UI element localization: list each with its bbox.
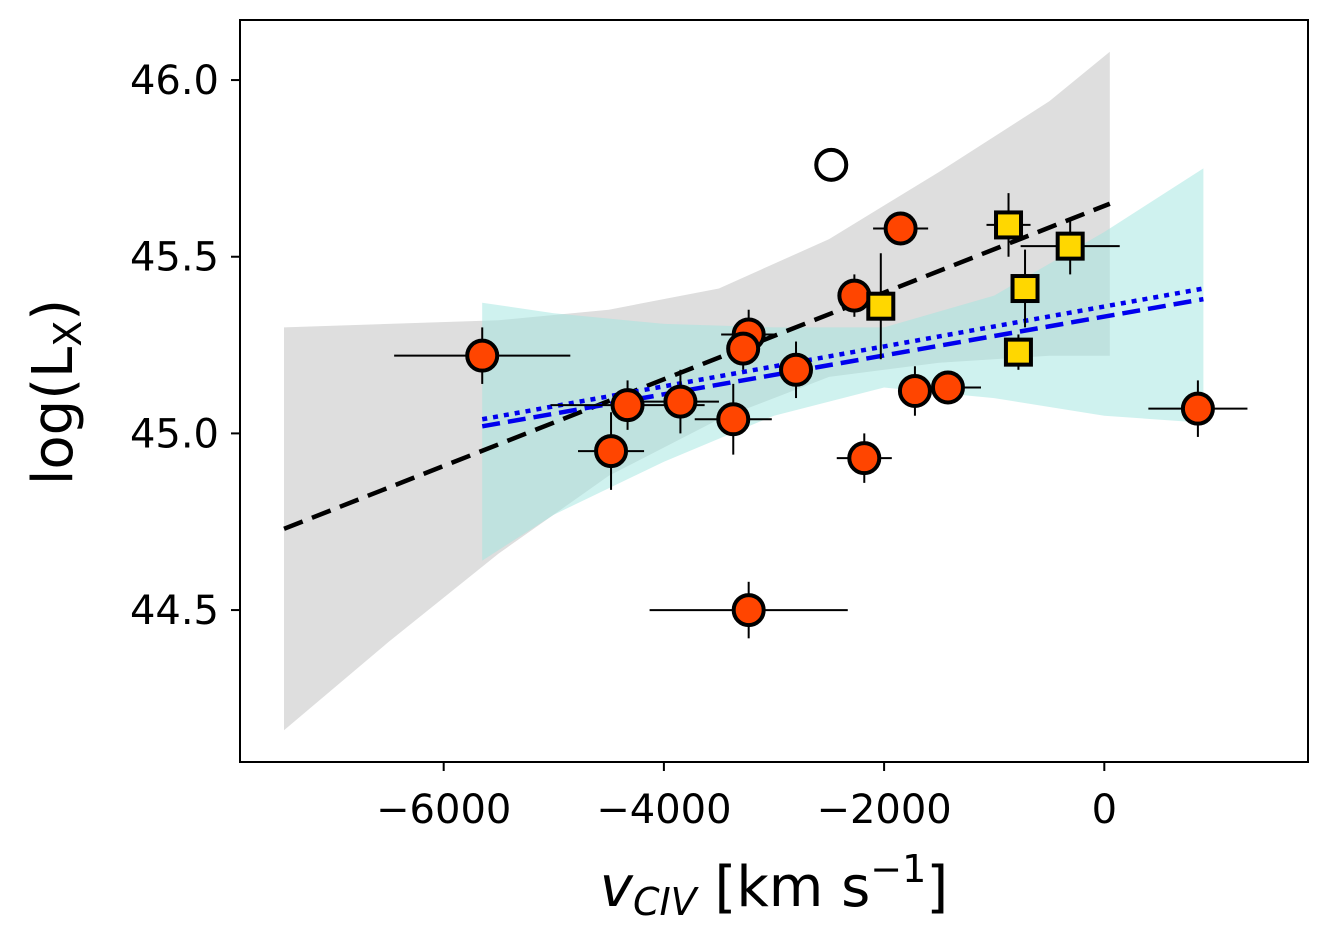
y-tick-label: 44.5 [130, 588, 219, 634]
data-point-circle [594, 434, 629, 469]
data-point-circle [930, 370, 965, 405]
data-point-circle [847, 441, 882, 476]
x-tick-label: −4000 [596, 787, 731, 833]
data-point-circle [779, 352, 814, 387]
data-point-circle [716, 402, 751, 437]
y-tick-label: 46.0 [130, 58, 219, 104]
confidence-bands [284, 51, 1204, 731]
y-tick-label: 45.0 [130, 411, 219, 457]
y-axis-label-end: ) [21, 299, 86, 321]
data-point-open-circle [814, 147, 849, 182]
data-point-circle [731, 593, 766, 628]
fit-line-black-dashed [283, 201, 1111, 531]
data-point-circle [883, 211, 918, 246]
data-point-circle [897, 374, 932, 408]
data-point-square [1003, 337, 1033, 367]
data-point-square [1055, 231, 1085, 261]
data-point-square [994, 210, 1024, 240]
data-point-circle [465, 338, 500, 373]
x-axis-label-sub: CIV [633, 880, 700, 924]
data-point-square [1010, 274, 1040, 304]
data-markers [465, 147, 1215, 628]
plot-frame [239, 19, 1309, 763]
fit-line-blue-dotted [481, 286, 1204, 422]
data-point-circle [837, 278, 872, 313]
y-tick-label: 45.5 [130, 235, 219, 281]
y-axis-label: log(LX) [21, 299, 90, 485]
x-tick-label: −6000 [376, 787, 511, 833]
x-axis-label: vCIV [km s−1] [600, 847, 948, 924]
y-axis-ticks: 44.5 45.0 45.5 46.0 [130, 58, 240, 634]
x-axis-ticks: −6000 −4000 −2000 0 [376, 762, 1117, 833]
x-axis-label-rest: [km s [697, 855, 871, 920]
data-point-circle [1180, 391, 1215, 426]
data-point-circle [663, 384, 698, 419]
x-axis-label-main: v [600, 855, 634, 920]
data-point-circle [726, 331, 761, 366]
x-axis-label-sup: −1 [870, 847, 926, 891]
x-tick-label: 0 [1092, 787, 1117, 833]
data-point-square [866, 291, 896, 321]
y-axis-label-sub: X [46, 321, 90, 347]
fit-line-blue-dashed [481, 296, 1204, 429]
data-point-circle [610, 388, 645, 423]
y-axis-label-main: log(L [21, 347, 86, 485]
x-axis-label-end: ] [926, 855, 948, 920]
x-tick-label: −2000 [816, 787, 951, 833]
fit-lines [283, 201, 1204, 531]
